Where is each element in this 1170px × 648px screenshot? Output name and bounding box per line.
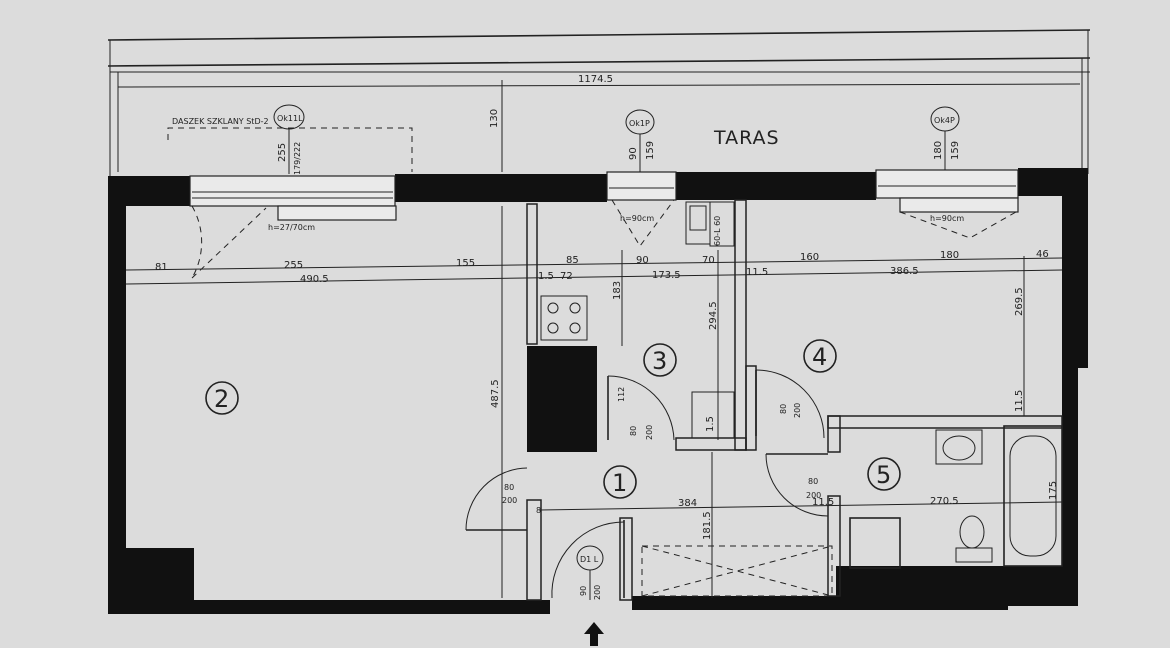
dim-487-5: 487.5	[490, 379, 501, 408]
window-tag-ok11l: Ok11L 255 179/222	[273, 104, 305, 175]
dim-294-5: 294.5	[708, 301, 719, 330]
window-ok1p	[606, 171, 677, 201]
dim-85: 85	[566, 255, 579, 266]
glass-roof-outline	[167, 127, 413, 172]
svg-text:Ok11L: Ok11L	[277, 114, 303, 123]
svg-text:90: 90	[628, 147, 639, 160]
svg-text:200: 200	[502, 496, 517, 505]
dim-90: 90	[636, 255, 649, 266]
dim-175: 175	[1048, 481, 1059, 500]
dim-112: 112	[617, 387, 626, 402]
door-room4: 80 200	[755, 369, 825, 439]
svg-text:4: 4	[812, 343, 827, 371]
dim-1-5: 1.5	[538, 271, 554, 282]
svg-text:5: 5	[876, 461, 891, 489]
dim-173-5: 173.5	[652, 270, 681, 281]
svg-text:1: 1	[612, 469, 627, 497]
kitchen-stove	[540, 295, 588, 341]
window-tag-ok1p: Ok1P 90 159	[625, 109, 656, 172]
svg-text:90: 90	[579, 586, 588, 596]
svg-text:200: 200	[806, 491, 821, 500]
dim-8: 8	[536, 506, 541, 515]
dim-386-5: 386.5	[890, 266, 919, 277]
dim-72: 72	[560, 271, 573, 282]
dim-155: 155	[456, 258, 475, 269]
svg-text:159: 159	[645, 141, 656, 160]
dim-183: 183	[612, 281, 623, 300]
terrace-depth-dim: 130	[489, 109, 500, 128]
terrace-edge	[107, 29, 1091, 176]
room-5-marker: 5	[867, 457, 901, 491]
dim-269-5: 269.5	[1014, 287, 1025, 316]
svg-text:200: 200	[793, 403, 802, 418]
door-kitchen: 80 200	[607, 375, 675, 441]
dim-384: 384	[678, 498, 697, 509]
dim-160: 160	[800, 252, 819, 263]
room-4-marker: 4	[803, 339, 837, 373]
room-1-marker: 1	[603, 465, 637, 499]
dim-46: 46	[1036, 249, 1049, 260]
svg-text:255: 255	[277, 143, 288, 162]
sill-ok11l: h=27/70cm	[268, 223, 315, 232]
dimension-lines	[125, 206, 1063, 598]
window-swings	[191, 199, 1017, 279]
exterior-walls	[108, 168, 1088, 614]
dim-81: 81	[155, 262, 168, 273]
window-ok11l	[189, 175, 397, 221]
utility-box	[709, 201, 735, 247]
utility-label: 60-L 60	[713, 216, 722, 246]
entry-arrow-icon	[584, 622, 604, 646]
svg-text:80: 80	[629, 426, 638, 436]
washbasin	[935, 429, 983, 465]
door-room2: 80 200	[465, 467, 528, 531]
svg-text:80: 80	[808, 477, 818, 486]
dim-180: 180	[940, 250, 959, 261]
dim-11-5-bath: 11.5	[1014, 390, 1025, 412]
wardrobe	[641, 545, 833, 597]
dim-270-5: 270.5	[930, 496, 959, 507]
svg-text:200: 200	[593, 585, 602, 600]
svg-text:D1 L: D1 L	[580, 555, 599, 564]
room-3-marker: 3	[643, 343, 677, 377]
dim-490-5: 490.5	[300, 274, 329, 285]
toilet	[955, 515, 993, 563]
shower-tray	[849, 517, 901, 569]
svg-text:Ok1P: Ok1P	[629, 119, 650, 128]
window-ok4p	[875, 169, 1019, 213]
terrace-label: TARAS	[713, 127, 780, 149]
dim-70: 70	[702, 255, 715, 266]
svg-text:179/222: 179/222	[293, 142, 302, 175]
interior-walls	[526, 199, 1063, 601]
dim-11-5: 11.5	[746, 267, 768, 278]
bathtub	[1003, 425, 1063, 567]
glass-roof-label: DASZEK SZKLANY StD-2	[172, 117, 269, 126]
svg-text:180: 180	[933, 141, 944, 160]
svg-text:3: 3	[652, 347, 667, 375]
entry-door	[551, 520, 625, 599]
svg-text:80: 80	[504, 483, 514, 492]
sill-ok1p: h=90cm	[620, 214, 654, 223]
svg-text:200: 200	[645, 425, 654, 440]
svg-text:80: 80	[779, 404, 788, 414]
svg-text:159: 159	[950, 141, 961, 160]
dim-255: 255	[284, 260, 303, 271]
dim-11-5-bath-left: 11.5	[812, 497, 834, 508]
dim-1-5-fridge: 1.5	[705, 416, 716, 432]
sill-ok4p: h=90cm	[930, 214, 964, 223]
svg-text:Ok4P: Ok4P	[934, 116, 955, 125]
fridge	[691, 391, 735, 439]
dim-181-5: 181.5	[702, 511, 713, 540]
door-bath: 80 200	[765, 453, 829, 517]
entry-door-tag: D1 L 90 200	[576, 545, 604, 600]
room-2-marker: 2	[205, 381, 239, 415]
overall-width-dim: 1174.5	[578, 74, 613, 85]
svg-text:2: 2	[214, 385, 229, 413]
window-tag-ok4p: Ok4P 180 159	[930, 106, 961, 172]
